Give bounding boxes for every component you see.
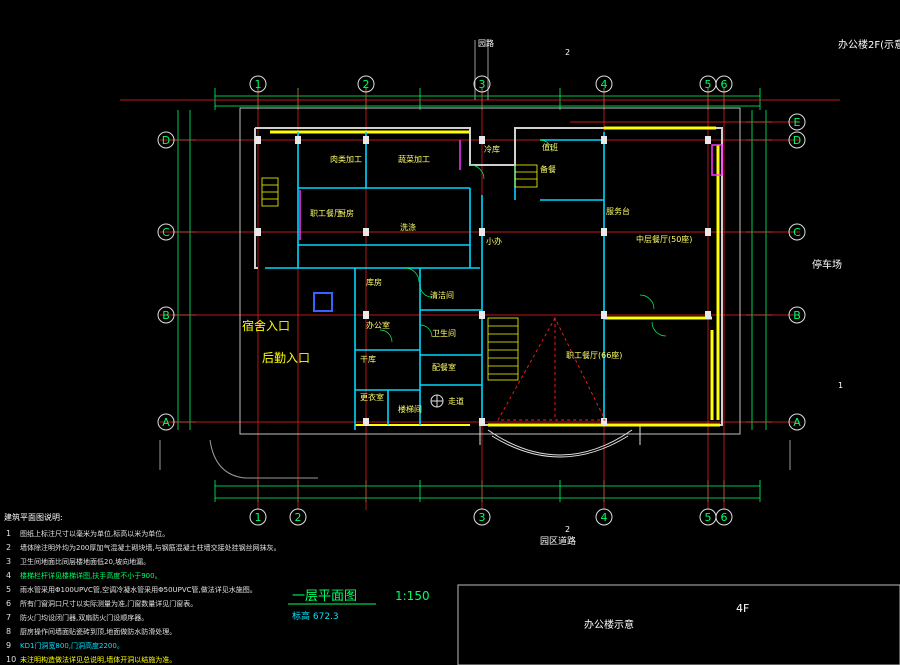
axis-col-5-top: 5 bbox=[705, 78, 712, 91]
main-entry-label: 宿舍入口 bbox=[242, 318, 290, 333]
section-mark-right: 1 bbox=[838, 381, 843, 390]
room-prep-label: 配餐室 bbox=[432, 362, 456, 372]
axis-row-E-right: E bbox=[794, 116, 801, 129]
axis-row-B-left: B bbox=[162, 309, 170, 322]
back-entry-label: 后勤入口 bbox=[262, 351, 310, 365]
axis-row-A-left: A bbox=[162, 416, 170, 429]
sheet-number: 4F bbox=[736, 602, 749, 615]
axis-col-5-bottom: 5 bbox=[705, 511, 712, 524]
corner-title: 办公楼2F(示意) bbox=[838, 38, 900, 51]
title-block bbox=[288, 584, 900, 665]
section-mark-top: 2 bbox=[565, 48, 570, 57]
axis-col-3-bottom: 3 bbox=[479, 511, 486, 524]
note-text: 卫生间地面比同层楼地面低20,坡向地漏。 bbox=[20, 557, 150, 566]
notes-list: 1 图纸上标注尺寸以毫米为单位,标高以米为单位。 2 墙体除注明外均为200厚加气混凝… bbox=[6, 529, 281, 664]
drawing-scale: 1:150 bbox=[395, 589, 430, 603]
room-changing-label: 更衣室 bbox=[360, 392, 384, 402]
note-text: 楼梯栏杆详见楼梯详图,扶手高度不小于900。 bbox=[20, 571, 162, 580]
axis-col-4-top: 4 bbox=[601, 78, 608, 91]
room-pantry-label: 备餐 bbox=[540, 164, 556, 174]
dimension-lines-right bbox=[746, 110, 772, 430]
note-text: 厨房操作间墙面贴瓷砖到顶,地面做防水防滑处理。 bbox=[20, 627, 176, 636]
axis-col-6-top: 6 bbox=[721, 78, 728, 91]
parking-label: 停车场 bbox=[812, 258, 842, 271]
road-top-label: 园路 bbox=[478, 38, 494, 48]
room-veg-label: 蔬菜加工 bbox=[398, 154, 430, 164]
note-text: 雨水管采用Φ100UPVC管,空调冷凝水管采用Φ50UPVC管,做法详见水施图。 bbox=[20, 585, 257, 594]
axis-row-A-right: A bbox=[793, 416, 801, 429]
axis-row-D-left: D bbox=[162, 134, 170, 147]
axis-col-3-top: 3 bbox=[479, 78, 486, 91]
room-kitchen-label: 厨房 bbox=[338, 208, 354, 218]
note-text: 防火门均设闭门器,双扇防火门设顺序器。 bbox=[20, 613, 148, 622]
room-cleaning-label: 清洁间 bbox=[430, 290, 454, 300]
room-corridor-label: 走道 bbox=[448, 396, 464, 406]
room-desk-label: 服务台 bbox=[606, 206, 630, 216]
axis-bubbles-top bbox=[249, 75, 733, 93]
axis-col-6-bottom: 6 bbox=[721, 511, 728, 524]
room-duty-label: 值班 bbox=[542, 142, 558, 152]
axis-row-C-right: C bbox=[793, 226, 801, 239]
axis-bubbles-bottom bbox=[249, 508, 733, 526]
structural-columns bbox=[255, 136, 711, 426]
room-dry-store-label: 干库 bbox=[360, 354, 376, 364]
dimension-lines-left bbox=[172, 110, 196, 430]
room-main-dining-label: 中层餐厅(50座) bbox=[636, 234, 692, 244]
interior-partitions bbox=[265, 132, 605, 430]
axis-row-B-right: B bbox=[793, 309, 801, 322]
note-number: 6 bbox=[6, 599, 11, 608]
sheet-name: 办公楼示意 bbox=[584, 618, 634, 631]
room-meat-label: 肉类加工 bbox=[330, 154, 362, 164]
magenta-elements bbox=[299, 140, 723, 240]
stair-symbols bbox=[261, 164, 538, 381]
note-number: 3 bbox=[6, 557, 11, 566]
elevation-note: 标高 672.3 bbox=[292, 610, 339, 622]
drawing-title: 一层平面图 bbox=[292, 589, 357, 604]
room-small-office-label: 小办 bbox=[486, 236, 502, 246]
axis-col-1-bottom: 1 bbox=[255, 511, 262, 524]
note-text: 未注明构造做法详见总说明,墙体开洞以结施为准。 bbox=[20, 655, 176, 664]
note-number: 10 bbox=[6, 655, 16, 664]
note-number: 2 bbox=[6, 543, 11, 552]
axis-col-2-bottom: 2 bbox=[295, 511, 302, 524]
room-storage-label: 库房 bbox=[366, 277, 382, 287]
room-toilet-label: 卫生间 bbox=[432, 328, 456, 338]
room-office-label: 办公室 bbox=[366, 320, 390, 330]
door-swings bbox=[379, 139, 667, 343]
note-number: 8 bbox=[6, 627, 11, 636]
note-text: KD1门洞宽800,门洞高度2200。 bbox=[20, 641, 124, 650]
room-stair-label: 楼梯间 bbox=[398, 404, 422, 414]
note-text: 墙体除注明外均为200厚加气混凝土砌块墙,与钢筋混凝土柱墙交接处挂钢丝网抹灰。 bbox=[20, 543, 281, 552]
section-triangle bbox=[497, 317, 606, 421]
note-text: 所有门窗洞口尺寸以实际测量为准,门窗数量详见门窗表。 bbox=[20, 599, 197, 608]
axis-row-D-right: D bbox=[793, 134, 801, 147]
axis-bubbles-right bbox=[788, 113, 806, 431]
room-staff-canteen-label: 职工餐厅 bbox=[310, 209, 342, 218]
room-wash-label: 洗涤 bbox=[400, 222, 416, 232]
section-mark-bottom: 2 bbox=[565, 525, 570, 534]
axis-col-4-bottom: 4 bbox=[601, 511, 608, 524]
axis-col-2-top: 2 bbox=[363, 78, 370, 91]
room-cold-label: 冷库 bbox=[484, 144, 500, 154]
axis-row-C-left: C bbox=[162, 226, 170, 239]
blue-marker bbox=[313, 292, 444, 408]
note-number: 7 bbox=[6, 613, 11, 622]
road-bottom-label: 园区道路 bbox=[540, 535, 576, 547]
note-number: 4 bbox=[6, 571, 11, 580]
notes-heading: 建筑平面图说明: bbox=[4, 512, 63, 522]
note-number: 9 bbox=[6, 641, 11, 650]
entrance-canopy bbox=[479, 425, 641, 458]
axis-col-1-top: 1 bbox=[255, 78, 262, 91]
note-number: 5 bbox=[6, 585, 11, 594]
axis-grid bbox=[120, 90, 840, 510]
building-walls bbox=[239, 107, 741, 435]
dimension-lines-bottom bbox=[214, 480, 761, 502]
note-text: 图纸上标注尺寸以毫米为单位,标高以米为单位。 bbox=[20, 529, 169, 538]
note-number: 1 bbox=[6, 529, 11, 538]
axis-bubbles-left bbox=[157, 131, 175, 431]
room-dining-66-label: 职工餐厅(66座) bbox=[566, 350, 622, 360]
